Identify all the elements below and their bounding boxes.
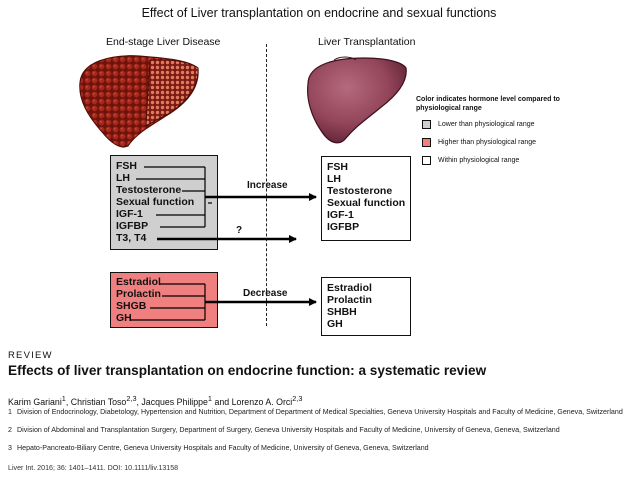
author-name: Christian Toso xyxy=(70,396,127,407)
high-bracket xyxy=(130,283,206,321)
hormone-item: FSH xyxy=(116,160,137,172)
high-hormones-box: Estradiol Prolactin SHGB GH xyxy=(110,272,218,328)
section-label: REVIEW xyxy=(8,350,53,361)
affiliation-number: 2 xyxy=(8,426,12,434)
paper-title: Effects of liver transplantation on endo… xyxy=(8,363,487,378)
left-column-heading: End-stage Liver Disease xyxy=(106,36,221,48)
hormone-item: LH xyxy=(327,173,341,185)
legend-title: Color indicates hormone level compared t… xyxy=(416,96,560,112)
post-decrease-box: Estradiol Prolactin SHBH GH xyxy=(321,277,411,336)
hormone-item: FSH xyxy=(327,161,348,173)
hormone-item: Testosterone xyxy=(327,185,393,197)
low-hormones-box: FSH LH Testosterone Sexual function IGF-… xyxy=(110,155,218,250)
decrease-label: Decrease xyxy=(243,288,288,299)
post-decrease-list: Estradiol Prolactin SHBH GH xyxy=(322,278,410,330)
affiliation-text: Hepato-Pancreato-Biliary Centre, Geneva … xyxy=(17,444,429,452)
increase-label: Increase xyxy=(247,180,288,191)
author-name: Jacques Philippe xyxy=(141,396,208,407)
affiliation-item: 1 Division of Endocrinology, Diabetology,… xyxy=(8,408,630,417)
hormone-item: LH xyxy=(116,172,130,184)
hormone-item: Testosterone xyxy=(116,184,182,196)
hormone-item: IGFBP xyxy=(116,220,149,232)
affiliation-number: 1 xyxy=(8,408,12,416)
legend-label-lower: Lower than physiological range xyxy=(438,121,535,128)
author-affiliation-sup: 2,3 xyxy=(126,394,137,403)
author-affiliation-sup: 1 xyxy=(207,394,212,403)
legend-swatch-higher xyxy=(422,138,431,147)
high-hormones-list: Estradiol Prolactin SHGB GH xyxy=(111,273,217,324)
hormone-item: Sexual function xyxy=(116,196,195,208)
author-affiliation-sup: 1 xyxy=(61,394,66,403)
author-separator: , xyxy=(136,396,142,407)
author-and: and xyxy=(214,396,230,407)
hormone-item: SHBH xyxy=(327,306,357,318)
affiliation-item: 3 Hepato-Pancreato-Biliary Centre, Geneva… xyxy=(8,444,630,453)
unknown-label: ? xyxy=(236,225,243,236)
low-hormones-list: FSH LH Testosterone Sexual function IGF-… xyxy=(111,156,217,244)
diagram-title: Effect of Liver transplantation on endoc… xyxy=(141,6,497,20)
hormone-item: Prolactin xyxy=(116,288,161,300)
hormone-item: Estradiol xyxy=(327,282,372,294)
affiliation-number: 3 xyxy=(8,444,12,452)
affiliation-text: Division of Abdominal and Transplantatio… xyxy=(17,426,560,434)
hormone-item: IGFBP xyxy=(327,221,360,233)
legend-label-higher: Higher than physiological range xyxy=(438,139,537,146)
center-divider xyxy=(266,44,267,326)
hormone-item: T3, T4 xyxy=(116,232,147,244)
hormone-item: Estradiol xyxy=(116,276,161,288)
hormone-item: GH xyxy=(327,318,343,330)
affiliation-text: Division of Endocrinology, Diabetology, … xyxy=(17,408,623,416)
affiliation-item: 2 Division of Abdominal and Transplantati… xyxy=(8,426,630,435)
hormone-item: SHGB xyxy=(116,300,147,312)
hormone-item: Prolactin xyxy=(327,294,372,306)
author-name: Lorenzo A. Orci xyxy=(231,396,293,407)
author-separator: , xyxy=(65,396,71,407)
author-list: Karim Gariani1, Christian Toso2,3, Jacqu… xyxy=(8,394,302,407)
legend-swatch-within xyxy=(422,156,431,165)
hormone-item: IGF-1 xyxy=(327,209,354,221)
author-name: Karim Gariani xyxy=(8,396,62,407)
hormone-item: GH xyxy=(116,312,132,324)
healthy-liver-icon xyxy=(307,56,407,144)
hormone-item: Sexual function xyxy=(327,197,406,209)
citation: Liver Int. 2016; 36: 1401–1411. DOI: 10.… xyxy=(8,464,179,472)
author-affiliation-sup: 2,3 xyxy=(292,394,303,403)
hormone-item: IGF-1 xyxy=(116,208,143,220)
post-increase-list: FSH LH Testosterone Sexual function IGF-… xyxy=(322,157,410,233)
legend-swatch-lower xyxy=(422,120,431,129)
cirrhotic-liver-icon xyxy=(79,55,199,148)
legend-label-within: Within physiological range xyxy=(438,157,520,164)
right-column-heading: Liver Transplantation xyxy=(318,36,416,48)
post-increase-box: FSH LH Testosterone Sexual function IGF-… xyxy=(321,156,411,241)
low-bracket xyxy=(136,166,212,228)
